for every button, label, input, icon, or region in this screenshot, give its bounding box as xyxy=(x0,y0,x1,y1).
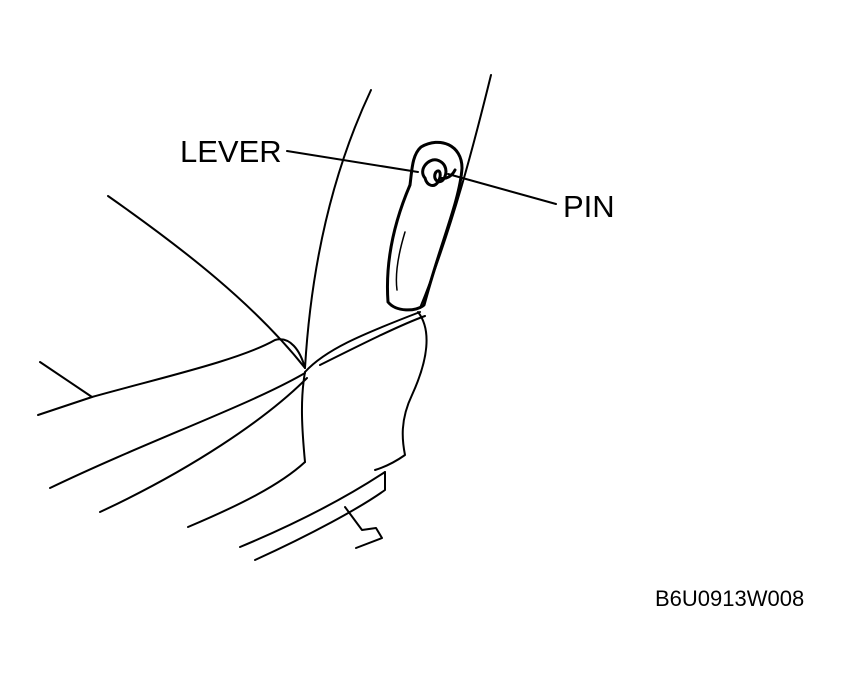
seat-cushion-outline xyxy=(37,195,308,513)
side-trim-cover xyxy=(187,311,428,561)
lever-label: LEVER xyxy=(180,134,282,169)
pin-label: PIN xyxy=(563,189,615,224)
pin-leader-line xyxy=(447,173,557,205)
lever-leader-line xyxy=(286,150,419,173)
leader-lines xyxy=(286,150,557,205)
lever-handle xyxy=(386,140,464,312)
pin-clip xyxy=(421,158,457,187)
figure-code: B6U0913W008 xyxy=(655,586,805,611)
